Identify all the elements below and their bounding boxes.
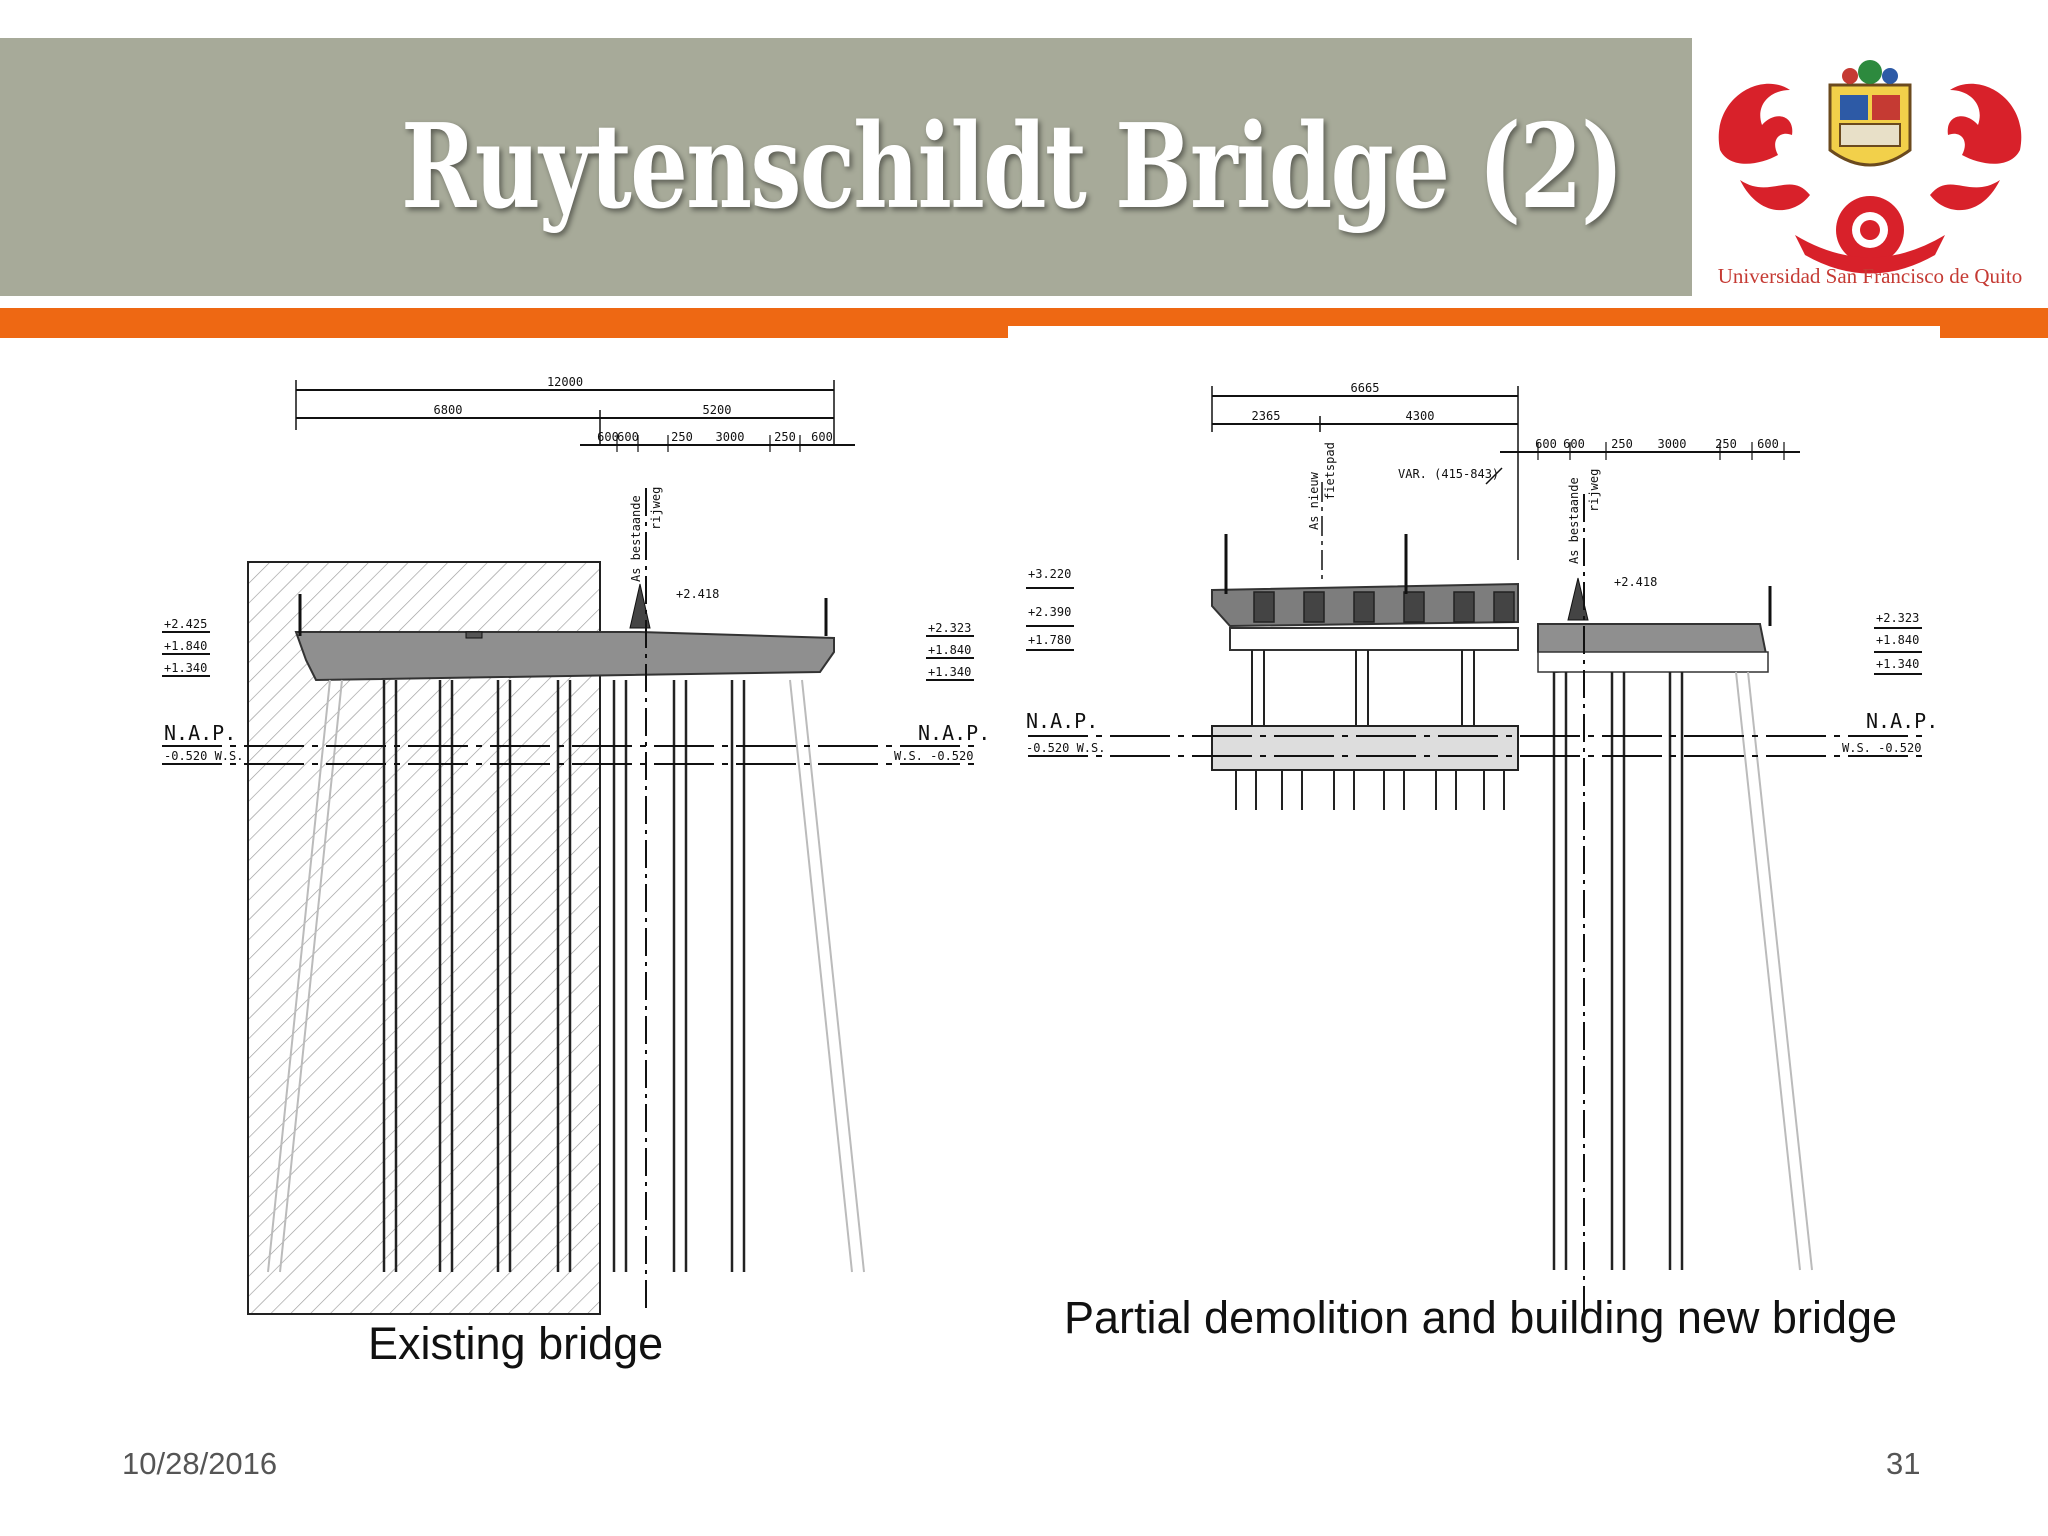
drawing-label-right_figure-dim_row-0: 600 <box>1535 437 1557 451</box>
existing-bridge-caption: Existing bridge <box>368 1318 664 1369</box>
drawing-label-left_figure-ws_left: -0.520 W.S. <box>164 749 243 763</box>
drawing-label-right_figure-dim_row-1: 600 <box>1563 437 1585 451</box>
drawing-label-left_figure-axis_label_1: As bestaande <box>629 495 643 582</box>
drawing-label-right_figure-dim_a: 2365 <box>1252 409 1281 423</box>
drawing-label-right_figure-var_label: VAR. (415-843) <box>1398 467 1499 481</box>
drawing-label-right_figure-dim_row-4: 250 <box>1715 437 1737 451</box>
new-bridge-drawing <box>1026 386 1922 1312</box>
drawing-label-right_figure-dim_row-3: 3000 <box>1658 437 1687 451</box>
drawing-label-right_figure-ws_right: W.S. -0.520 <box>1842 741 1921 755</box>
drawing-label-right_figure-nap_right: N.A.P. <box>1866 709 1938 733</box>
drawing-label-right_figure-levels_right-0: +2.323 <box>1876 611 1919 625</box>
drawing-label-right_figure-levels_right-2: +1.340 <box>1876 657 1919 671</box>
drawing-label-left_figure-levels_left-0: +2.425 <box>164 617 207 631</box>
drawing-label-left_figure-dim_b: 5200 <box>703 403 732 417</box>
title-banner <box>0 38 1692 296</box>
drawing-label-left_figure-dim_row-2: 250 <box>671 430 693 444</box>
drawing-label-left_figure-levels_left-2: +1.340 <box>164 661 207 675</box>
drawing-label-right_figure-dim_b: 4300 <box>1406 409 1435 423</box>
drawing-label-left_figure-ws_right: W.S. -0.520 <box>894 749 973 763</box>
drawing-label-left_figure-levels_right-1: +1.840 <box>928 643 971 657</box>
drawing-label-left_figure-nap_right: N.A.P. <box>918 721 990 745</box>
drawing-label-left_figure-nap_left: N.A.P. <box>164 721 236 745</box>
drawing-label-left_figure-axis_label_2: rijweg <box>649 487 663 530</box>
slide-page-number: 31 <box>1886 1446 1921 1481</box>
drawing-label-right_figure-dim_row-2: 250 <box>1611 437 1633 451</box>
drawing-label-right_figure-axis_new_1: As nieuw <box>1307 471 1321 530</box>
slide-title: Ruytenschildt Bridge (2) <box>401 99 1624 235</box>
drawing-label-left_figure-dim_row-1: 600 <box>617 430 639 444</box>
drawing-label-left_figure-dim_a: 6800 <box>434 403 463 417</box>
logo-caption: Universidad San Francisco de Quito <box>1717 264 2023 288</box>
drawing-label-right_figure-nap_left: N.A.P. <box>1026 709 1098 733</box>
slide-date: 10/28/2016 <box>122 1446 278 1481</box>
drawing-label-left_figure-levels_left-1: +1.840 <box>164 639 207 653</box>
drawing-label-right_figure-ws_left: -0.520 W.S. <box>1026 741 1105 755</box>
new-bridge-caption: Partial demolition and building new brid… <box>1064 1292 1898 1343</box>
accent-bar-notch <box>1008 326 1940 340</box>
drawing-label-right_figure-dim_total: 6665 <box>1351 381 1380 395</box>
drawing-label-right_figure-dim_row-5: 600 <box>1757 437 1779 451</box>
drawing-label-left_figure-elev_top: +2.418 <box>676 587 719 601</box>
university-crest-logo <box>1718 60 2022 274</box>
drawing-label-left_figure-dim_row-4: 250 <box>774 430 796 444</box>
drawing-label-left_figure-levels_right-2: +1.340 <box>928 665 971 679</box>
drawing-label-left_figure-dim_row-5: 600 <box>811 430 833 444</box>
drawing-label-right_figure-elev_top: +2.418 <box>1614 575 1657 589</box>
drawing-label-right_figure-axis_label_2: rijweg <box>1587 469 1601 512</box>
drawing-label-right_figure-axis_label_1: As bestaande <box>1567 477 1581 564</box>
drawing-label-right_figure-axis_new_2: fietspad <box>1323 442 1337 500</box>
drawing-label-left_figure-levels_right-0: +2.323 <box>928 621 971 635</box>
drawing-label-right_figure-levels_left-0: +3.220 <box>1028 567 1071 581</box>
drawing-label-left_figure-dim_row-0: 600 <box>597 430 619 444</box>
drawing-label-right_figure-levels_left-2: +1.780 <box>1028 633 1071 647</box>
drawing-label-right_figure-levels_left-1: +2.390 <box>1028 605 1071 619</box>
drawing-label-left_figure-dim_total: 12000 <box>547 375 583 389</box>
drawing-label-left_figure-dim_row-3: 3000 <box>716 430 745 444</box>
drawing-label-right_figure-levels_right-1: +1.840 <box>1876 633 1919 647</box>
existing-bridge-drawing <box>162 380 974 1315</box>
